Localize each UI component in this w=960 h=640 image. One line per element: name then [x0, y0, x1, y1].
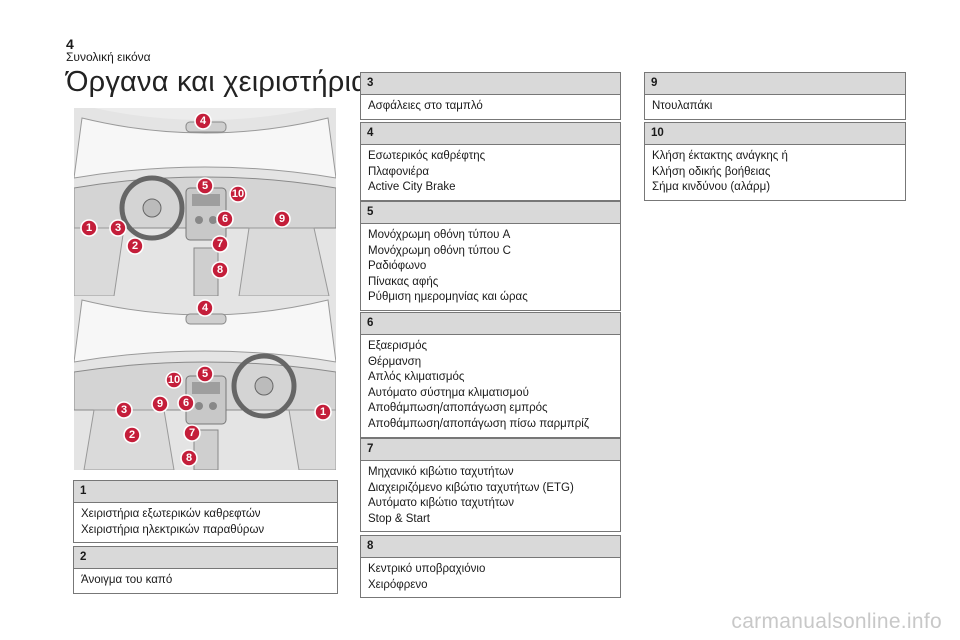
marker-10-lhd: 10 — [229, 185, 247, 203]
section-10-line: Σήμα κινδύνου (αλάρμ) — [652, 181, 771, 194]
section-4-number: 4 — [361, 123, 620, 145]
section-7-line: Αυτόματο κιβώτιο ταχυτήτων — [368, 497, 514, 510]
section-3-line: Ασφάλειες στο ταμπλό — [368, 100, 483, 112]
section-6-line: Εξαερισμός — [368, 340, 428, 352]
section-8-box: 8 Κεντρικό υποβραχιόνιο Χειρόφρενο — [360, 535, 621, 599]
marker-7-rhd: 7 — [183, 424, 201, 442]
dashboard-illustration-rhd: 4 10 5 6 9 3 2 7 8 1 — [74, 296, 336, 470]
section-9-number: 9 — [645, 73, 905, 95]
section-7-line: Stop & Start — [368, 512, 431, 525]
section-10-line: Κλήση έκτακτης ανάγκης ή — [652, 150, 788, 162]
svg-text:3: 3 — [115, 222, 121, 234]
section-6-line: Απλός κλιματισμός — [368, 371, 465, 384]
section-4-line: Πλαφονιέρα — [368, 165, 430, 178]
section-5-line: Πίνακας αφής — [368, 275, 439, 288]
section-8-line: Κεντρικό υποβραχιόνιο — [368, 563, 486, 575]
section-3-number: 3 — [361, 73, 620, 95]
section-7-number: 7 — [361, 439, 620, 461]
section-10-line: Κλήση οδικής βοήθειας — [652, 165, 771, 178]
watermark: carmanualsonline.info — [731, 610, 942, 633]
section-6-line: Θέρμανση — [368, 355, 422, 368]
section-6-number: 6 — [361, 313, 620, 335]
marker-5-lhd: 5 — [196, 177, 214, 195]
section-7-box: 7 Μηχανικό κιβώτιο ταχυτήτων Διαχειριζόμ… — [360, 438, 621, 533]
section-1-line: Χειριστήρια ηλεκτρικών παραθύρων — [81, 523, 265, 536]
section-2-line: Άνοιγμα του καπό — [81, 574, 173, 586]
section-8-line: Χειρόφρενο — [368, 578, 428, 591]
section-6-line: Αυτόματο σύστημα κλιματισμού — [368, 386, 529, 399]
svg-text:7: 7 — [189, 427, 195, 439]
marker-2-lhd: 2 — [126, 237, 144, 255]
svg-text:8: 8 — [217, 264, 223, 276]
marker-1-lhd: 1 — [80, 219, 98, 237]
marker-10-rhd: 10 — [165, 371, 183, 389]
svg-text:7: 7 — [217, 238, 223, 250]
section-9-box: 9 Ντουλαπάκι — [644, 72, 906, 120]
svg-text:5: 5 — [202, 180, 208, 192]
section-6-line: Αποθάμπωση/αποπάγωση πίσω παρμπρίζ — [368, 417, 589, 430]
svg-text:4: 4 — [202, 302, 209, 314]
section-title: Συνολική εικόνα — [66, 50, 151, 64]
svg-text:9: 9 — [157, 398, 163, 410]
svg-text:2: 2 — [132, 240, 138, 252]
section-1-line: Χειριστήρια εξωτερικών καθρεφτών — [81, 508, 261, 520]
section-10-number: 10 — [645, 123, 905, 145]
marker-7-lhd: 7 — [211, 235, 229, 253]
svg-text:5: 5 — [202, 368, 208, 380]
marker-8-rhd: 8 — [180, 449, 198, 467]
marker-6-lhd: 6 — [216, 210, 234, 228]
section-4-box: 4 Εσωτερικός καθρέφτης Πλαφονιέρα Active… — [360, 122, 621, 201]
marker-3-lhd: 3 — [109, 219, 127, 237]
svg-text:6: 6 — [183, 397, 189, 409]
section-7-line: Διαχειριζόμενο κιβώτιο ταχυτήτων (ETG) — [368, 481, 574, 494]
page-title: Όργανα και χειριστήρια — [66, 66, 369, 98]
svg-text:10: 10 — [168, 374, 180, 386]
marker-3-rhd: 3 — [115, 401, 133, 419]
section-5-box: 5 Μονόχρωμη οθόνη τύπου A Μονόχρωμη οθόν… — [360, 201, 621, 311]
svg-text:10: 10 — [232, 188, 244, 200]
svg-text:4: 4 — [200, 115, 207, 127]
svg-text:8: 8 — [186, 452, 192, 464]
marker-6-rhd: 6 — [177, 394, 195, 412]
svg-text:2: 2 — [129, 429, 135, 441]
marker-8-lhd: 8 — [211, 261, 229, 279]
marker-4-rhd: 4 — [196, 299, 214, 317]
marker-1-rhd: 1 — [314, 403, 332, 421]
section-10-box: 10 Κλήση έκτακτης ανάγκης ή Κλήση οδικής… — [644, 122, 906, 201]
section-1-number: 1 — [74, 481, 337, 503]
section-5-line: Μονόχρωμη οθόνη τύπου A — [368, 229, 511, 241]
marker-9-lhd: 9 — [273, 210, 291, 228]
svg-text:3: 3 — [121, 404, 127, 416]
svg-text:1: 1 — [320, 406, 326, 418]
svg-text:1: 1 — [86, 222, 92, 234]
section-2-box: 2 Άνοιγμα του καπό — [73, 546, 338, 594]
section-5-line: Μονόχρωμη οθόνη τύπου C — [368, 244, 511, 257]
section-8-number: 8 — [361, 536, 620, 558]
page-number: 4 — [66, 36, 74, 52]
section-7-line: Μηχανικό κιβώτιο ταχυτήτων — [368, 466, 514, 478]
section-3-box: 3 Ασφάλειες στο ταμπλό — [360, 72, 621, 120]
section-5-line: Ρύθμιση ημερομηνίας και ώρας — [368, 291, 528, 304]
section-5-line: Ραδιόφωνο — [368, 260, 427, 273]
svg-text:6: 6 — [222, 213, 228, 225]
section-9-line: Ντουλαπάκι — [652, 100, 713, 112]
section-5-number: 5 — [361, 202, 620, 224]
dashboard-illustration-lhd: 4 5 10 6 9 1 3 2 7 8 — [74, 108, 336, 296]
svg-text:9: 9 — [279, 213, 285, 225]
section-6-box: 6 Εξαερισμός Θέρμανση Απλός κλιματισμός … — [360, 312, 621, 438]
section-6-line: Αποθάμπωση/αποπάγωση εμπρός — [368, 402, 548, 415]
marker-2-rhd: 2 — [123, 426, 141, 444]
marker-5-rhd: 5 — [196, 365, 214, 383]
marker-9-rhd: 9 — [151, 395, 169, 413]
section-4-line: Active City Brake — [368, 181, 456, 194]
marker-4-lhd: 4 — [194, 112, 212, 130]
section-2-number: 2 — [74, 547, 337, 569]
section-4-line: Εσωτερικός καθρέφτης — [368, 150, 486, 162]
section-1-box: 1 Χειριστήρια εξωτερικών καθρεφτών Χειρι… — [73, 480, 338, 544]
